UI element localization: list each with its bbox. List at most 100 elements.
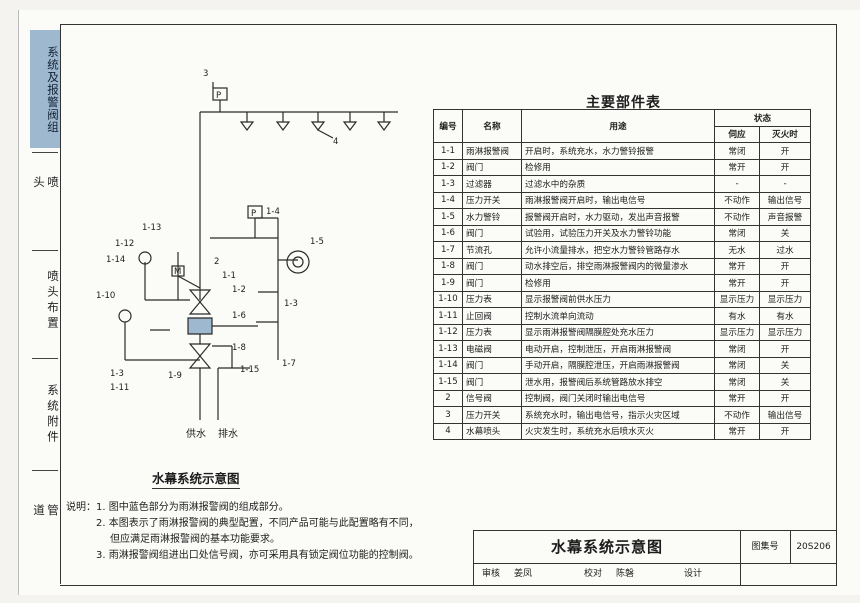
cell-name: 阀门 — [462, 373, 522, 391]
cell-name: 节流孔 — [462, 241, 522, 259]
signal-valve-icon — [188, 289, 212, 303]
cell-name: 阀门 — [462, 257, 522, 275]
sidebar-item-system-accessories[interactable]: 系统附件 — [46, 384, 60, 446]
cell-normal: 常开 — [714, 257, 760, 275]
label-4: 4 — [333, 137, 338, 147]
label-1-5: 1-5 — [310, 237, 324, 247]
cell-fire: 开 — [759, 389, 811, 407]
label-1-6: 1-6 — [232, 311, 246, 321]
cell-fire: 关 — [759, 224, 811, 242]
cell-name: 止回阀 — [462, 307, 522, 325]
nozzle-icon — [275, 121, 291, 131]
cell-fire: 输出信号 — [759, 191, 811, 209]
title-block-title: 水幕系统示意图 — [474, 531, 741, 564]
label-2: 2 — [214, 257, 219, 267]
cell-normal: 有水 — [714, 307, 760, 325]
nozzle-icon — [342, 121, 358, 131]
sig-review-label: 审核 — [482, 569, 501, 579]
sidebar-item-system-alarm-valve[interactable]: 系统及报警阀组 — [30, 30, 60, 148]
label-1-11: 1-11 — [110, 383, 129, 393]
parts-table-title: 主要部件表 — [586, 95, 661, 111]
cell-normal: 不动作 — [714, 208, 760, 226]
cell-normal: 不动作 — [714, 406, 760, 424]
cell-fire: 开 — [759, 274, 811, 292]
chapter-sidebar: 系统及报警阀组 喷头 喷头布置 系统附件 管道 — [30, 24, 61, 584]
sig-design-label: 设计 — [684, 569, 703, 579]
cell-name: 水力警铃 — [462, 208, 522, 226]
cell-normal: 常闭 — [714, 224, 760, 242]
cell-name: 阀门 — [462, 274, 522, 292]
cell-normal: 常开 — [714, 422, 760, 440]
cell-fire: 输出信号 — [759, 406, 811, 424]
cell-no: 1-10 — [433, 290, 463, 308]
sidebar-divider — [32, 470, 58, 471]
sidebar-item-sprinkler[interactable]: 喷头 — [32, 176, 60, 222]
col-name: 名称 — [462, 109, 522, 143]
cell-name: 压力开关 — [462, 191, 522, 209]
label-p2: P — [251, 209, 256, 219]
cell-name: 水幕喷头 — [462, 422, 522, 440]
cell-no: 1-14 — [433, 356, 463, 374]
diagram-title: 水幕系统示意图 — [152, 468, 240, 489]
cell-name: 压力表 — [462, 290, 522, 308]
cell-fire: 开 — [759, 142, 811, 160]
cell-fire: 开 — [759, 340, 811, 358]
cell-fire: 开 — [759, 158, 811, 176]
supply-label: 供水 — [186, 427, 206, 440]
cell-name: 阀门 — [462, 224, 522, 242]
cell-normal: 常开 — [714, 274, 760, 292]
cell-no: 1-11 — [433, 307, 463, 325]
cell-use: 显示报警阀前供水压力 — [521, 290, 715, 308]
cell-normal: 常闭 — [714, 356, 760, 374]
sidebar-item-sprinkler-layout[interactable]: 喷头布置 — [46, 270, 60, 332]
notes: 说明：1. 图中蓝色部分为雨淋报警阀的组成部分。 2. 本图表示了雨淋报警阀的典… — [66, 502, 419, 561]
note-1: 图中蓝色部分为雨淋报警阀的组成部分。 — [108, 502, 289, 513]
drawing-frame — [60, 24, 837, 586]
label-1-8: 1-8 — [232, 343, 246, 353]
cell-normal: 常闭 — [714, 340, 760, 358]
cell-fire: 开 — [759, 422, 811, 440]
cell-no: 1-13 — [433, 340, 463, 358]
label-1-7: 1-7 — [282, 359, 296, 369]
nozzle-icon — [239, 121, 255, 131]
note-2-cont: 但应满足雨淋报警阀的基本功能要求。 — [110, 534, 280, 545]
cell-no: 1-5 — [433, 208, 463, 226]
cell-normal: 常开 — [714, 389, 760, 407]
cell-name: 信号阀 — [462, 389, 522, 407]
label-1-3-right: 1-3 — [284, 299, 298, 309]
cell-use: 泄水用，报警阀后系统管路放水排空 — [521, 373, 715, 391]
atlas-number: 20S206 — [790, 531, 837, 564]
col-normal: 伺应 — [714, 125, 760, 143]
sig-reviewer: 姜凤 — [514, 569, 533, 579]
cell-fire: 关 — [759, 356, 811, 374]
col-use: 用途 — [521, 109, 715, 143]
label-1-14: 1-14 — [106, 255, 125, 265]
water-gong-icon — [286, 250, 310, 274]
sidebar-divider — [32, 250, 58, 251]
sidebar-item-piping[interactable]: 管道 — [32, 504, 60, 546]
cell-use: 雨淋报警阀开启时，输出电信号 — [521, 191, 715, 209]
cell-use: 允许小流量排水，把空水力警铃管路存水 — [521, 241, 715, 259]
nozzle-icon — [310, 121, 326, 131]
label-1-1: 1-1 — [222, 271, 236, 281]
label-p: P — [216, 91, 221, 101]
cell-normal: 常闭 — [714, 142, 760, 160]
label-1-13: 1-13 — [142, 223, 161, 233]
label-1-2: 1-2 — [232, 285, 246, 295]
sidebar-divider — [32, 358, 58, 359]
cell-normal: 常闭 — [714, 373, 760, 391]
cell-use: 控制阀，阀门关闭时输出电信号 — [521, 389, 715, 407]
